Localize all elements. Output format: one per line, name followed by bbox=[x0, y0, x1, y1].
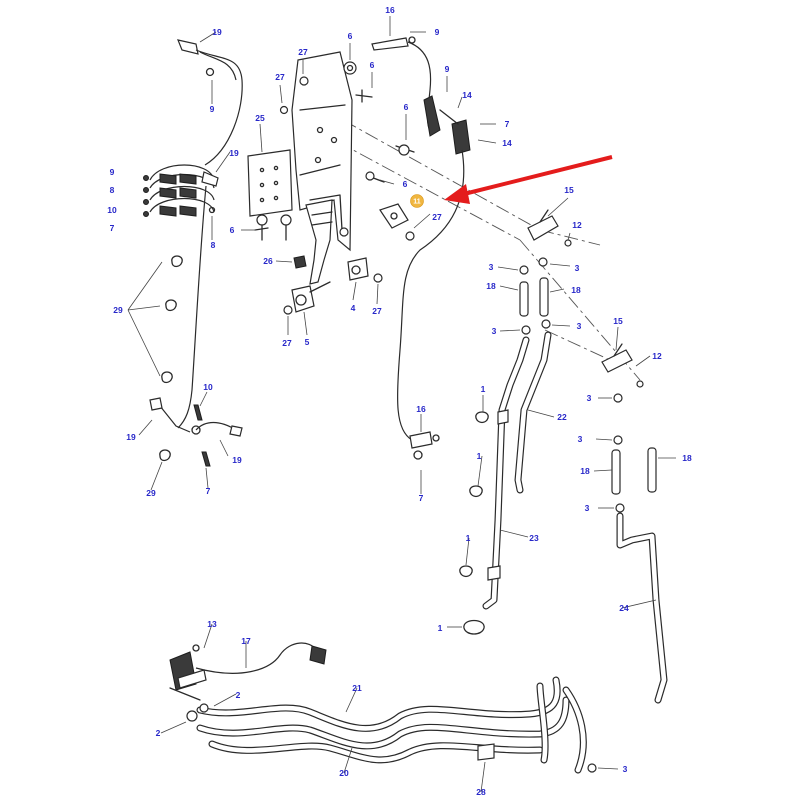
clip-11 bbox=[379, 203, 409, 229]
callout-24: 24 bbox=[619, 603, 629, 613]
callout-20: 20 bbox=[339, 768, 349, 778]
callout-2: 2 bbox=[236, 690, 241, 700]
sensor-harness-16-bottom bbox=[397, 149, 465, 460]
callout-27: 27 bbox=[372, 306, 382, 316]
callout-18: 18 bbox=[571, 285, 581, 295]
clamp-4 bbox=[347, 257, 369, 281]
bracket-arm bbox=[305, 199, 333, 285]
callout-7: 7 bbox=[505, 119, 510, 129]
callout-19: 19 bbox=[232, 455, 242, 465]
callout-6: 6 bbox=[230, 225, 235, 235]
callout-18: 18 bbox=[580, 466, 590, 476]
callout-29: 29 bbox=[146, 488, 156, 498]
clamp-5 bbox=[291, 281, 331, 313]
sensor-harness-16-top bbox=[371, 36, 471, 155]
sensor-13-17 bbox=[169, 642, 327, 701]
callout-17: 17 bbox=[241, 636, 251, 646]
highlight-arrow bbox=[444, 155, 613, 204]
callout-21: 21 bbox=[352, 683, 362, 693]
clips-29 bbox=[159, 255, 183, 462]
tube-22-23 bbox=[459, 331, 552, 635]
highlighted-callout-11: 11 bbox=[410, 194, 424, 208]
hoses-18 bbox=[519, 239, 657, 513]
cable-19-down bbox=[149, 185, 243, 467]
hoses-20-21 bbox=[186, 676, 597, 774]
callout-14: 14 bbox=[502, 138, 512, 148]
callout-27: 27 bbox=[282, 338, 292, 348]
callout-6: 6 bbox=[348, 31, 353, 41]
connector-15-top bbox=[527, 209, 559, 241]
callout-10: 10 bbox=[107, 205, 117, 215]
callout-10: 10 bbox=[203, 382, 213, 392]
callout-19: 19 bbox=[212, 27, 222, 37]
callout-25: 25 bbox=[255, 113, 265, 123]
grommet-26 bbox=[293, 255, 307, 269]
callout-8: 8 bbox=[211, 240, 216, 250]
callout-8: 8 bbox=[110, 185, 115, 195]
callout-27: 27 bbox=[275, 72, 285, 82]
callout-3: 3 bbox=[575, 263, 580, 273]
callout-27: 27 bbox=[298, 47, 308, 57]
highlight-label: 11 bbox=[413, 199, 421, 206]
callout-5: 5 bbox=[305, 337, 310, 347]
callout-3: 3 bbox=[585, 503, 590, 513]
callout-7: 7 bbox=[206, 486, 211, 496]
callout-7: 7 bbox=[110, 223, 115, 233]
callout-3: 3 bbox=[623, 764, 628, 774]
callout-1: 1 bbox=[466, 533, 471, 543]
callout-22: 22 bbox=[557, 412, 567, 422]
callout-12: 12 bbox=[572, 220, 582, 230]
callout-3: 3 bbox=[578, 434, 583, 444]
callout-3: 3 bbox=[489, 262, 494, 272]
callout-1: 1 bbox=[477, 451, 482, 461]
callout-7: 7 bbox=[419, 493, 424, 503]
callout-16: 16 bbox=[385, 5, 395, 15]
leader-lines bbox=[127, 16, 676, 793]
callout-3: 3 bbox=[492, 326, 497, 336]
callout-4: 4 bbox=[351, 303, 356, 313]
gasket-plate bbox=[247, 149, 293, 217]
callout-6: 6 bbox=[370, 60, 375, 70]
cable-19-left bbox=[177, 39, 243, 166]
callout-26: 26 bbox=[263, 256, 273, 266]
callout-18: 18 bbox=[486, 281, 496, 291]
callout-6: 6 bbox=[404, 102, 409, 112]
callout-27: 27 bbox=[432, 212, 442, 222]
callout-19: 19 bbox=[126, 432, 136, 442]
fasteners bbox=[254, 61, 415, 315]
callout-3: 3 bbox=[577, 321, 582, 331]
callout-9: 9 bbox=[435, 27, 440, 37]
callout-14: 14 bbox=[462, 90, 472, 100]
callout-1: 1 bbox=[481, 384, 486, 394]
callout-3: 3 bbox=[587, 393, 592, 403]
tube-24 bbox=[616, 512, 668, 704]
callout-28: 28 bbox=[476, 787, 486, 797]
callout-19: 19 bbox=[229, 148, 239, 158]
callout-6: 6 bbox=[403, 179, 408, 189]
callout-15: 15 bbox=[564, 185, 574, 195]
callout-2: 2 bbox=[156, 728, 161, 738]
callout-9: 9 bbox=[445, 64, 450, 74]
callout-9: 9 bbox=[110, 167, 115, 177]
callout-15: 15 bbox=[613, 316, 623, 326]
callout-12: 12 bbox=[652, 351, 662, 361]
mounting-plate bbox=[291, 51, 353, 252]
connector-15-mid bbox=[601, 343, 633, 373]
callout-13: 13 bbox=[207, 619, 217, 629]
cable-19-coils bbox=[143, 164, 219, 217]
callout-23: 23 bbox=[529, 533, 539, 543]
callout-29: 29 bbox=[113, 305, 123, 315]
callout-18: 18 bbox=[682, 453, 692, 463]
highlight-circle bbox=[410, 194, 424, 208]
callout-1: 1 bbox=[438, 623, 443, 633]
callout-9: 9 bbox=[210, 104, 215, 114]
callout-16: 16 bbox=[416, 404, 426, 414]
